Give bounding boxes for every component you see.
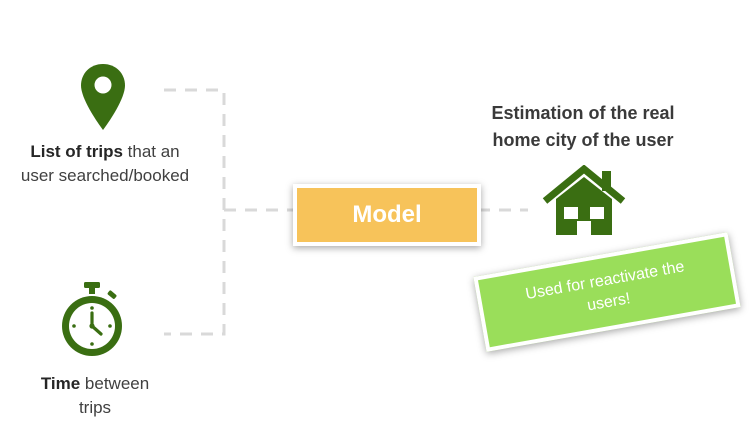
location-pin-icon [81, 64, 125, 130]
house-icon [542, 165, 626, 235]
model-label: Model [352, 201, 422, 228]
trips-label-line2: user searched/booked [20, 166, 190, 185]
time-label-rest: between [80, 374, 150, 393]
output-title: Estimation of the real home city of the … [468, 100, 698, 154]
trips-label-bold: List of trips [30, 142, 123, 161]
model-box: Model [293, 184, 481, 246]
trips-label: List of trips that an user searched/book… [0, 140, 210, 188]
time-label-bold: Time [40, 374, 81, 393]
trips-label-rest: that an [122, 142, 180, 161]
time-label-line2: trips [78, 398, 112, 417]
output-title-line2: home city of the user [492, 130, 674, 150]
time-label: Time between trips [10, 372, 180, 420]
stopwatch-icon [62, 282, 122, 356]
output-title-line1: Estimation of the real [491, 103, 675, 123]
connector-trips [164, 88, 226, 336]
